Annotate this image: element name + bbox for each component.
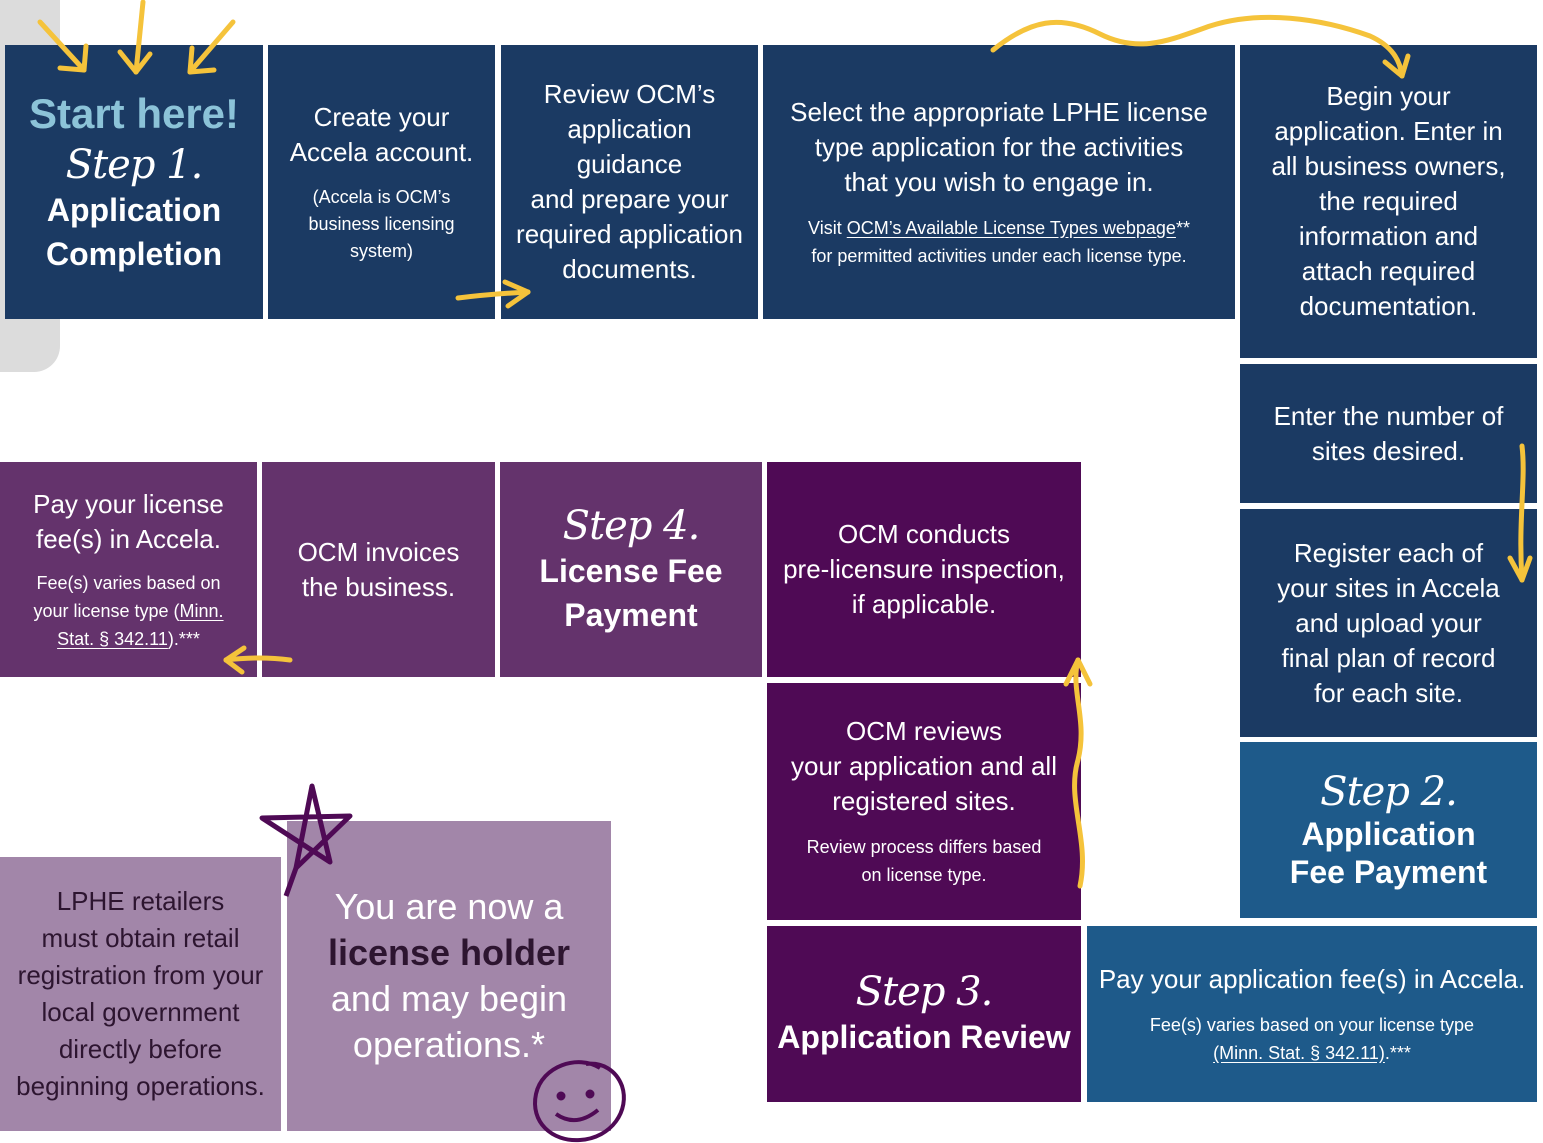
step2-title-line1: Application <box>1301 816 1476 852</box>
step4-label: Step 4. <box>562 502 701 549</box>
retailers-card: LPHE retailers must obtain retail regist… <box>0 857 281 1131</box>
create-account-note-line2: business licensing <box>308 213 455 234</box>
license-holder-line4: operations.* <box>352 1024 546 1065</box>
step3-title: Application Review <box>777 1019 1071 1055</box>
pay-license-fee-note-line3: Stat. § 342.11).*** <box>57 628 200 649</box>
license-holder-line2: license holder <box>327 932 571 973</box>
pay-application-fee-line1: Pay your application fee(s) in Accela. <box>1098 963 1526 994</box>
enter-sites-line1: Enter the number of <box>1273 400 1504 431</box>
select-license-note-line1: Visit OCM’s Available License Types webp… <box>808 217 1190 238</box>
pay-license-fee-card: Pay your license fee(s) in Accela. Fee(s… <box>0 462 257 677</box>
begin-application-line7: documentation. <box>1299 291 1478 321</box>
review-guidance-line2: application guidance <box>567 114 692 179</box>
retailers-line4: local government <box>41 997 240 1027</box>
select-license-note-line2: for permitted activities under each lice… <box>811 245 1187 266</box>
start-here-label: Start here! <box>28 90 240 137</box>
ocm-reviews-note-line1: Review process differs based <box>806 837 1042 857</box>
review-guidance-line5: documents. <box>562 254 697 284</box>
begin-application-line5: information and <box>1298 221 1479 251</box>
pay-application-fee-note-line1: Fee(s) varies based on your license type <box>1149 1014 1475 1035</box>
register-sites-line1: Register each of <box>1293 537 1484 568</box>
select-license-line1: Select the appropriate LPHE license <box>790 96 1208 127</box>
create-account-note-line1: (Accela is OCM’s <box>312 186 451 207</box>
register-sites-card: Register each of your sites in Accela an… <box>1240 509 1537 737</box>
pay-license-fee-note-line2: your license type (Minn. <box>33 600 224 621</box>
register-sites-line2: your sites in Accela <box>1277 572 1500 603</box>
ocm-reviews-line2: your application and all <box>791 751 1057 781</box>
license-holder-line1: You are now a <box>334 886 564 927</box>
step1-card: Start here! Step 1. Application Completi… <box>5 45 263 319</box>
invoice-card: OCM invoices the business. <box>262 462 495 677</box>
begin-application-line3: all business owners, <box>1271 151 1506 181</box>
review-guidance-card: Review OCM’s application guidance and pr… <box>501 45 758 319</box>
retailers-line1: LPHE retailers <box>56 886 225 916</box>
retailers-line2: must obtain retail <box>41 923 240 953</box>
step4-card: Step 4. License Fee Payment <box>500 462 762 677</box>
create-account-card: Create your Accela account. (Accela is O… <box>268 45 495 319</box>
inspection-line2: pre-licensure inspection, <box>783 554 1065 584</box>
step1-title-line2: Completion <box>46 236 222 272</box>
pay-license-fee-line2: fee(s) in Accela. <box>36 523 221 554</box>
inspection-card: OCM conducts pre-licensure inspection, i… <box>767 462 1081 677</box>
register-sites-line4: final plan of record <box>1281 642 1496 673</box>
pay-application-fee-note-line2: (Minn. Stat. § 342.11).*** <box>1213 1042 1411 1063</box>
statute-link-application-fee[interactable]: (Minn. Stat. § 342.11) <box>1213 1042 1385 1063</box>
retailers-line6: beginning operations. <box>16 1071 265 1101</box>
inspection-line3: if applicable. <box>851 589 997 619</box>
license-types-link[interactable]: OCM’s Available License Types webpage <box>846 217 1176 238</box>
license-holder-card: You are now a license holder and may beg… <box>287 821 611 1131</box>
register-sites-line3: and upload your <box>1295 607 1482 638</box>
begin-application-line1: Begin your <box>1326 81 1451 111</box>
review-guidance-line4: required application <box>516 219 743 249</box>
ocm-reviews-card: OCM reviews your application and all reg… <box>767 683 1081 920</box>
inspection-line1: OCM conducts <box>838 519 1010 549</box>
retailers-line3: registration from your <box>17 960 264 990</box>
review-guidance-line1: Review OCM’s <box>543 79 716 109</box>
ocm-reviews-line3: registered sites. <box>832 786 1016 816</box>
step4-title-line2: Payment <box>564 596 698 633</box>
license-holder-line3: and may begin <box>330 978 568 1019</box>
select-license-line3: that you wish to engage in. <box>844 166 1154 197</box>
retailers-line5: directly before <box>58 1034 223 1064</box>
create-account-note-line3: system) <box>350 240 413 261</box>
create-account-line2: Accela account. <box>289 136 474 167</box>
pay-license-fee-line1: Pay your license <box>33 488 224 519</box>
ocm-reviews-line1: OCM reviews <box>845 716 1002 746</box>
select-license-line2: type application for the activities <box>814 131 1184 162</box>
step3-card: Step 3. Application Review <box>767 926 1081 1102</box>
invoice-line2: the business. <box>301 571 456 602</box>
enter-sites-line2: sites desired. <box>1311 435 1466 466</box>
step2-card: Step 2. Application Fee Payment <box>1240 742 1537 918</box>
invoice-line1: OCM invoices <box>297 536 460 567</box>
step2-label: Step 2. <box>1320 769 1458 815</box>
begin-application-card: Begin your application. Enter in all bus… <box>1240 45 1537 358</box>
review-guidance-line3: and prepare your <box>530 184 729 214</box>
step3-label: Step 3. <box>855 969 994 1015</box>
select-license-card: Select the appropriate LPHE license type… <box>763 45 1235 319</box>
pay-license-fee-note-line1: Fee(s) varies based on <box>36 572 221 593</box>
create-account-line1: Create your <box>313 101 450 132</box>
pay-application-fee-card: Pay your application fee(s) in Accela. F… <box>1087 926 1537 1102</box>
begin-application-line6: attach required <box>1301 256 1476 286</box>
register-sites-line5: for each site. <box>1314 677 1463 708</box>
statute-link-license-fee-part2[interactable]: Stat. § 342.11 <box>57 628 168 649</box>
step1-title-line1: Application <box>46 192 222 228</box>
begin-application-line4: the required <box>1319 186 1458 216</box>
step1-label: Step 1. <box>65 142 204 188</box>
step2-title-line2: Fee Payment <box>1289 854 1488 890</box>
step4-title-line1: License Fee <box>539 552 723 589</box>
statute-link-license-fee-part1[interactable]: Minn. <box>179 600 224 621</box>
begin-application-line2: application. Enter in <box>1274 116 1503 146</box>
ocm-reviews-note-line2: on license type. <box>861 865 987 885</box>
enter-sites-card: Enter the number of sites desired. <box>1240 364 1537 503</box>
